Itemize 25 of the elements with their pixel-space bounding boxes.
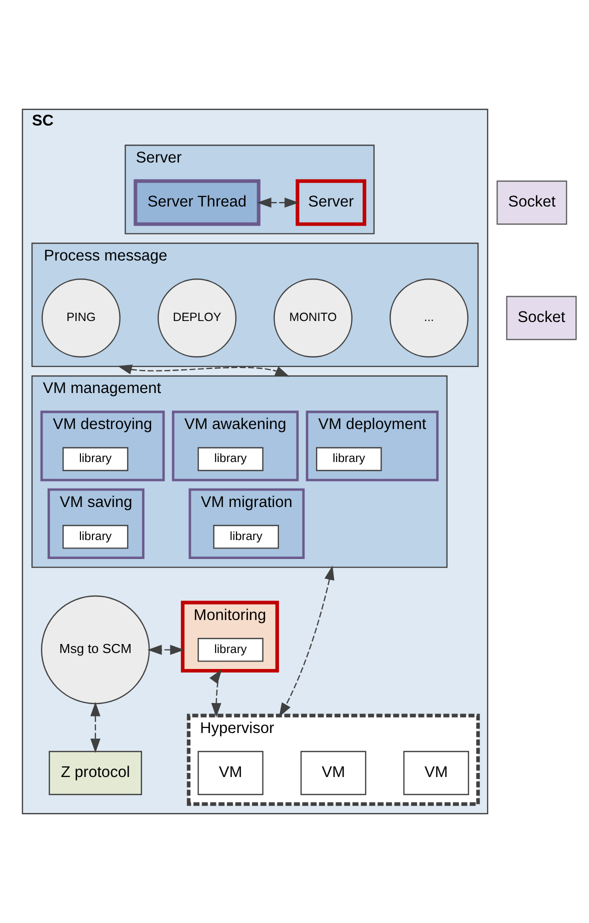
node-box: library xyxy=(316,447,382,472)
node-box: library xyxy=(198,447,264,472)
arrow xyxy=(209,669,222,718)
node-circle: Msg to SCM xyxy=(41,595,150,704)
node-circle: ... xyxy=(390,278,468,358)
node-box: VM xyxy=(300,750,366,796)
arrow xyxy=(118,364,290,377)
node-box: library xyxy=(198,638,264,662)
node-circle: PING xyxy=(42,278,121,358)
node-box: Server Thread xyxy=(134,179,260,226)
node-box: VM xyxy=(403,750,470,796)
node-box: Socket xyxy=(506,296,577,340)
node-box: Z protocol xyxy=(48,750,142,796)
arrow xyxy=(147,644,184,655)
node-box: Server xyxy=(296,179,366,226)
arrow xyxy=(256,198,299,208)
node-circle: DEPLOY xyxy=(158,278,236,358)
node-box: VM xyxy=(198,750,264,796)
node-box: library xyxy=(213,524,279,549)
node-box: library xyxy=(62,524,128,549)
node-box: library xyxy=(62,447,128,472)
node-circle: MONITO xyxy=(274,278,352,358)
arrow xyxy=(90,702,100,753)
arrow xyxy=(278,566,334,718)
node-box: Socket xyxy=(496,180,568,225)
